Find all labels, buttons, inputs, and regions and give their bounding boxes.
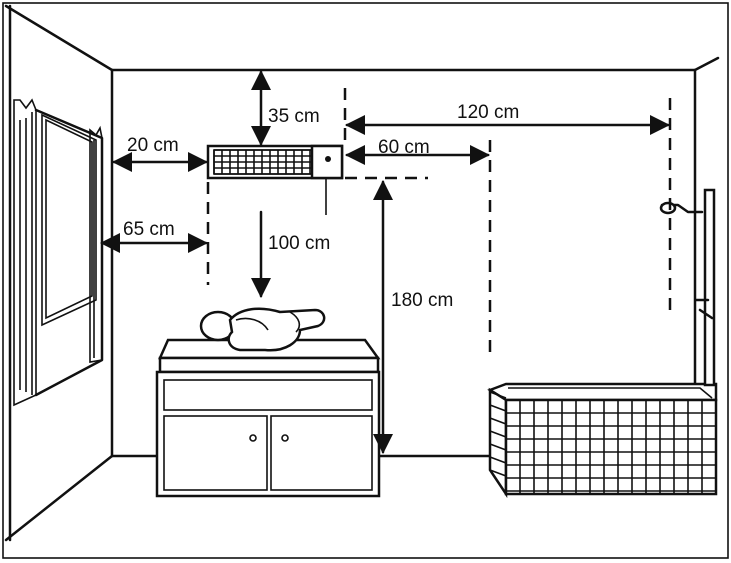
grid-line [489, 469, 507, 477]
grid-line [489, 443, 507, 451]
grid-line [489, 430, 507, 438]
label-180cm: 180 cm [391, 290, 453, 311]
window-icon [13, 98, 104, 407]
grid-line [489, 404, 507, 412]
label-20cm: 20 cm [127, 135, 179, 156]
grid-line [489, 391, 507, 399]
baby-icon [199, 307, 326, 352]
label-120cm: 120 cm [457, 102, 519, 123]
label-65cm: 65 cm [123, 219, 175, 240]
grid-line [489, 417, 507, 425]
changing-table-icon [155, 338, 381, 498]
heater-icon [206, 144, 344, 215]
label-35cm: 35 cm [268, 106, 320, 127]
dimension-arrows [100, 70, 670, 454]
label-100cm: 100 cm [268, 233, 330, 254]
label-60cm: 60 cm [378, 137, 430, 158]
grid-line [489, 456, 507, 464]
reference-lines [206, 88, 672, 356]
bathtub-icon [487, 382, 718, 499]
